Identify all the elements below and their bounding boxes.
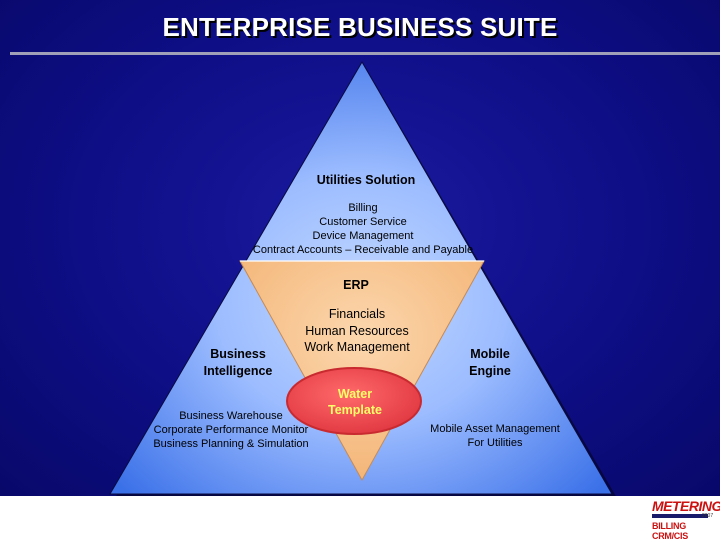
mobile-heading-line: Mobile	[470, 347, 510, 361]
bi-items: Business Warehouse Corporate Performance…	[136, 409, 326, 451]
water-line: Water	[337, 387, 373, 401]
pyramid-diagram	[109, 61, 616, 496]
logo-bar	[652, 514, 708, 518]
logo-top-text: METERING	[652, 498, 720, 514]
logo-bottom-text: BILLING CRM/CIS	[652, 521, 688, 541]
erp-heading: ERP	[343, 278, 369, 292]
erp-item: Financials	[328, 307, 386, 321]
bi-heading-line: Business	[210, 347, 266, 361]
mobile-heading: Mobile Engine	[440, 346, 540, 380]
water-template-label: Water Template	[310, 386, 400, 418]
mobile-item: For Utilities	[467, 437, 523, 449]
utilities-item: Device Management	[312, 230, 414, 242]
bi-heading-line: Intelligence	[203, 364, 273, 378]
utilities-item: Billing	[348, 202, 378, 214]
utilities-items: Billing Customer Service Device Manageme…	[222, 201, 504, 257]
mobile-items: Mobile Asset Management For Utilities	[415, 422, 575, 450]
erp-item: Work Management	[304, 340, 410, 354]
title-divider	[10, 52, 720, 55]
bi-item: Business Planning & Simulation	[153, 438, 309, 450]
utilities-item: Contract Accounts – Receivable and Payab…	[252, 244, 474, 256]
erp-items: Financials Human Resources Work Manageme…	[276, 306, 438, 356]
erp-item: Human Resources	[305, 323, 409, 338]
utilities-heading: Utilities Solution	[316, 173, 416, 187]
bi-heading: Business Intelligence	[188, 346, 288, 380]
bi-item: Corporate Performance Monitor	[153, 424, 309, 436]
water-template-ellipse	[286, 367, 422, 435]
logo-year: 2007	[702, 513, 714, 519]
mobile-item: Mobile Asset Management	[430, 423, 560, 435]
metering-billing-logo-icon: METERING 2007 BILLING CRM/CIS	[648, 498, 720, 541]
mobile-heading-line: Engine	[469, 364, 511, 378]
utilities-item: Customer Service	[319, 216, 407, 228]
page-title: ENTERPRISE BUSINESS SUITE	[162, 12, 558, 42]
bi-item: Business Warehouse	[179, 410, 283, 422]
water-line: Template	[328, 403, 382, 417]
